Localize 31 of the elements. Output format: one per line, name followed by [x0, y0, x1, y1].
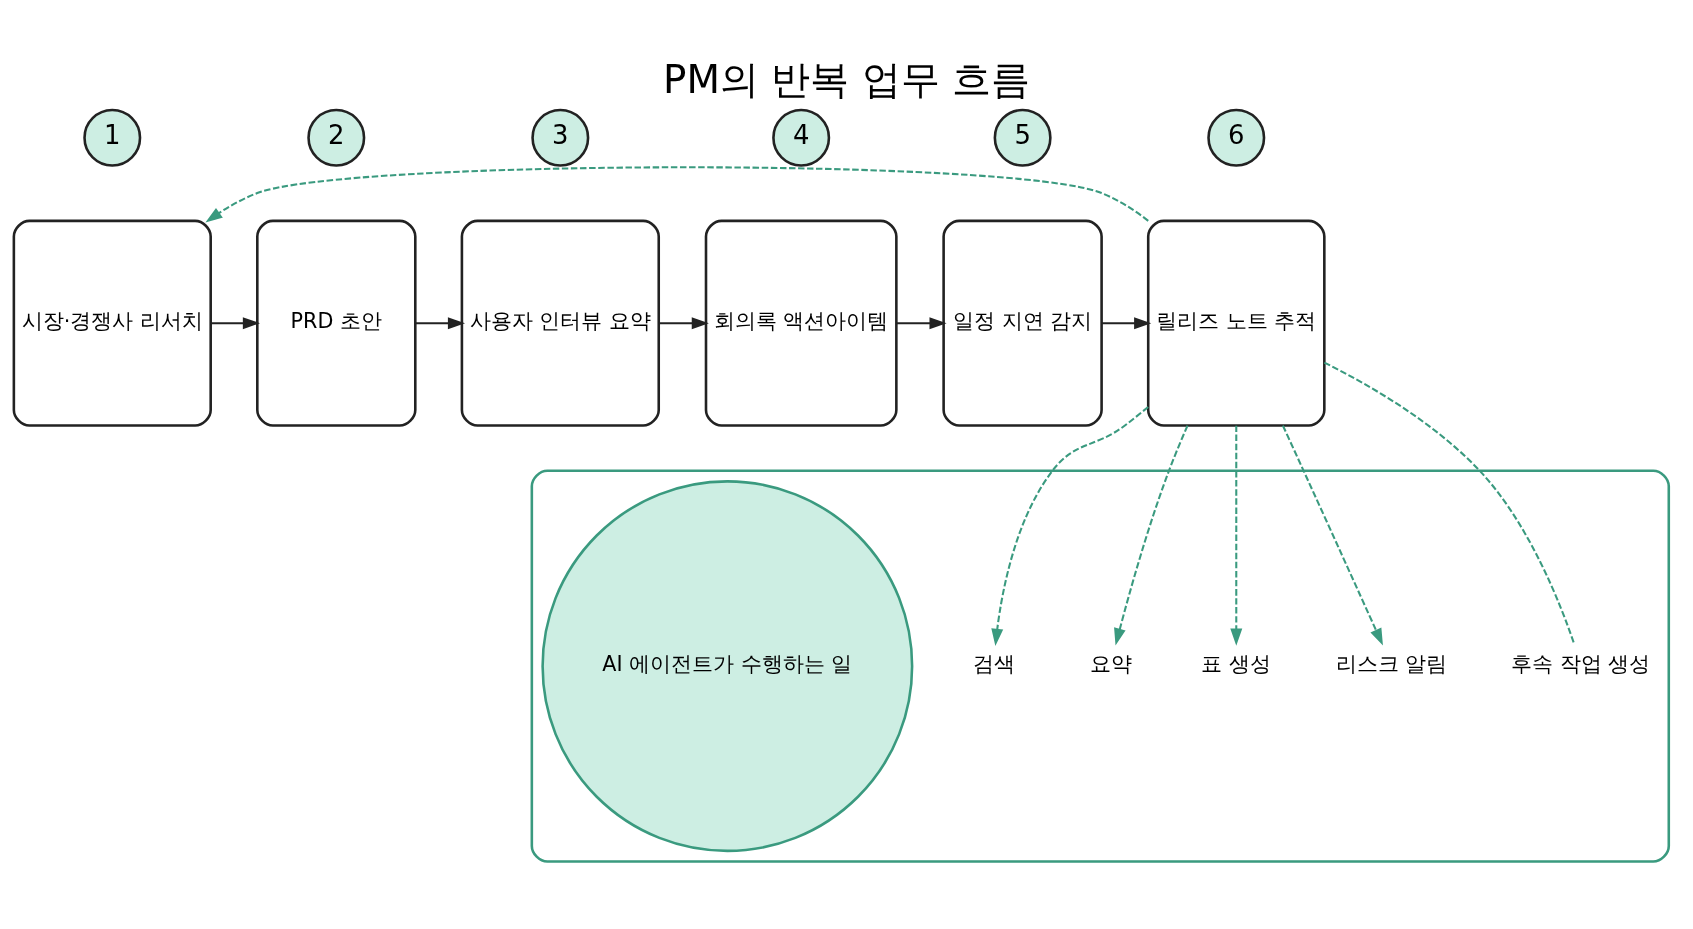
node-text: 검색 — [973, 652, 1016, 677]
node-label: 4 — [792, 120, 810, 151]
node-box: 회의록 액션아이템 — [704, 219, 898, 427]
cluster — [530, 469, 1671, 863]
node-text: 후속 작업 생성 — [1511, 652, 1651, 677]
arrow — [1101, 317, 1152, 330]
arrow — [659, 317, 709, 330]
arrow — [210, 317, 260, 330]
arrow — [1114, 425, 1189, 646]
arrow — [991, 406, 1149, 646]
arrow — [896, 317, 947, 330]
node-box: 일정 지연 감지 — [942, 219, 1103, 427]
node-box: 릴리즈 노트 추적 — [1146, 219, 1326, 427]
arrow — [205, 166, 1149, 223]
node-text: 요약 — [1089, 652, 1132, 677]
node-label: 3 — [552, 120, 569, 151]
arrow — [1230, 425, 1243, 646]
diagram-title: PM의 반복 업무 흐름 — [663, 57, 1030, 103]
node-text: 리스크 알림 — [1335, 652, 1448, 677]
node-label: 6 — [1228, 120, 1245, 151]
node-label: 1 — [104, 120, 121, 151]
node-circle: AI 에이전트가 수행하는 일 — [541, 480, 914, 853]
connector — [1323, 361, 1575, 643]
node-box: 사용자 인터뷰 요약 — [460, 219, 661, 427]
node-box: 시장·경쟁사 리서치 — [12, 219, 212, 427]
node-box: PRD 초안 — [256, 219, 417, 427]
arrow — [415, 317, 465, 330]
node-label: 5 — [1014, 120, 1031, 151]
node-label: 2 — [328, 120, 345, 151]
arrow — [1281, 425, 1383, 646]
node-text: 표 생성 — [1201, 652, 1272, 677]
